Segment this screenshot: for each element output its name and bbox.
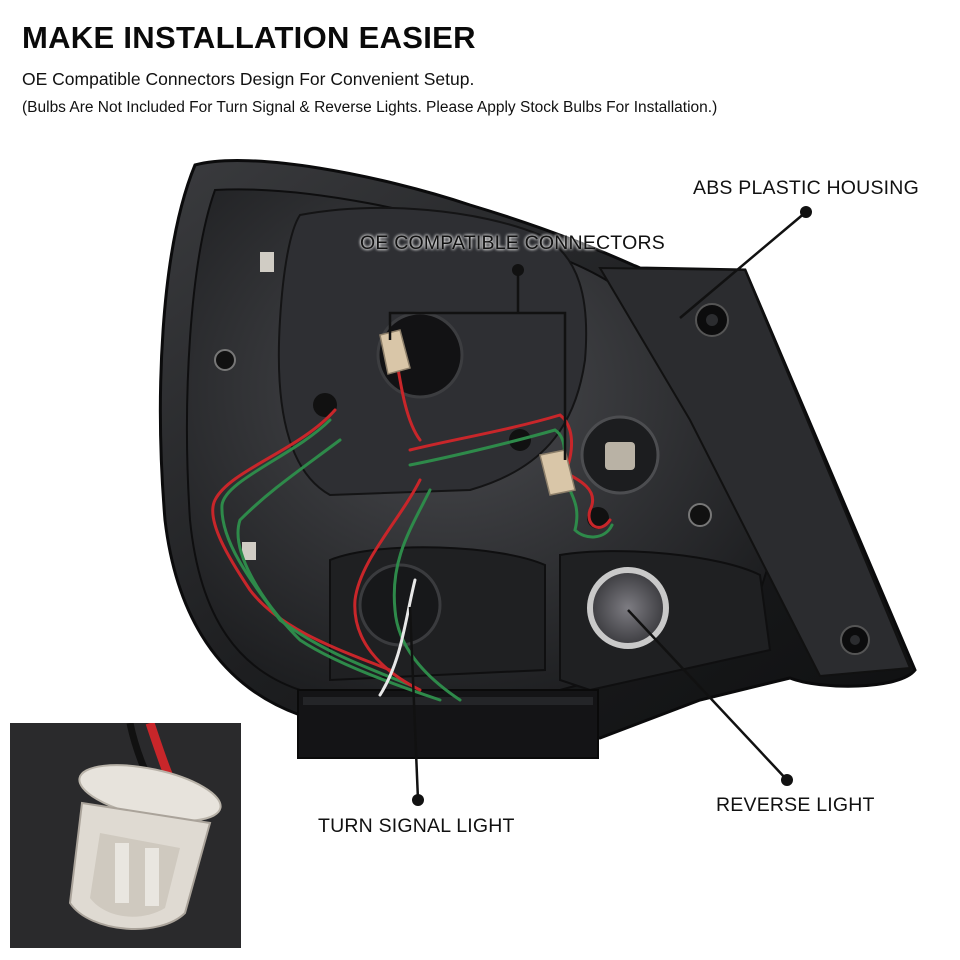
upper-connector-socket	[379, 329, 411, 375]
subtitle: OE Compatible Connectors Design For Conv…	[22, 69, 475, 89]
callout-connectors-label: OE COMPATIBLE CONNECTORS	[360, 232, 665, 254]
bulb-note: (Bulbs Are Not Included For Turn Signal …	[22, 99, 718, 116]
reverse-light-lens	[587, 567, 669, 649]
callout-turn-signal-label: TURN SIGNAL LIGHT	[318, 815, 515, 837]
callout-housing-label: ABS PLASTIC HOUSING	[693, 177, 919, 199]
callout-reverse-label: REVERSE LIGHT	[716, 794, 875, 816]
page-title: MAKE INSTALLATION EASIER	[22, 20, 476, 55]
header: MAKE INSTALLATION EASIER OE Compatible C…	[22, 18, 942, 118]
right-connector-socket	[539, 449, 576, 496]
bulb-socket-closeup	[10, 721, 241, 948]
connector-closeup-inset	[10, 721, 241, 948]
